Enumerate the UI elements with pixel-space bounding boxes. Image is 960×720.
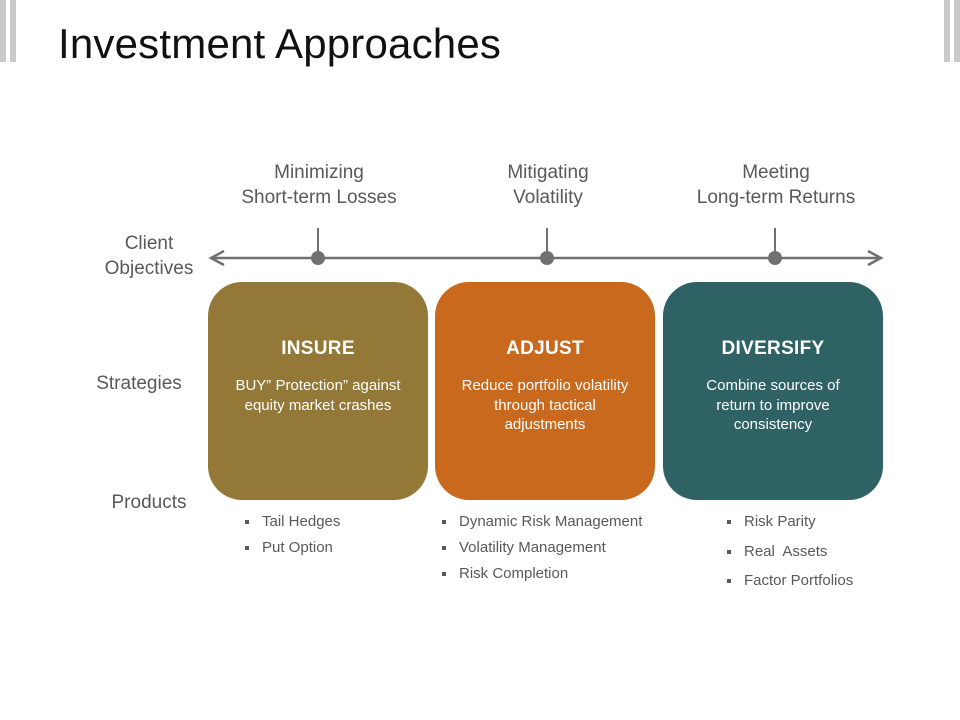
strategy-title: INSURE [281, 338, 355, 359]
bullet-icon [727, 520, 731, 524]
bullet-icon [727, 579, 731, 583]
product-label: Put Option [262, 539, 333, 556]
bullet-icon [245, 520, 249, 524]
product-label: Volatility Management [459, 539, 606, 556]
client-objectives-line1: Client [124, 233, 174, 254]
objective-meeting: Meeting Long-term Returns [666, 160, 886, 210]
objective-line2: Long-term Returns [696, 187, 856, 208]
product-label: Real Assets [744, 542, 828, 560]
strategies-label: Strategies [96, 373, 182, 394]
product-label: Tail Hedges [262, 513, 341, 530]
objective-line2: Volatility [513, 187, 583, 208]
edge-decoration-left-inner [10, 0, 16, 62]
objective-line1: Minimizing [274, 162, 364, 183]
diversify-products-list: Risk Parity Real Assets Factor Portfolio… [725, 512, 853, 601]
list-item: Put Option [243, 538, 340, 564]
strategy-adjust-box: ADJUST Reduce portfolio volatility throu… [435, 282, 655, 500]
objective-minimizing: Minimizing Short-term Losses [209, 160, 429, 210]
product-label: Risk Parity [744, 513, 816, 530]
products-label: Products [111, 492, 187, 513]
strategy-diversify-box: DIVERSIFY Combine sources of return to i… [663, 282, 883, 500]
edge-decoration-left [0, 0, 6, 62]
list-item: Risk Parity [725, 512, 853, 542]
adjust-products-list: Dynamic Risk Management Volatility Manag… [440, 512, 642, 590]
objective-line1: Mitigating [507, 162, 589, 183]
bullet-icon [442, 572, 446, 576]
bullet-icon [245, 546, 249, 550]
strategy-description: Reduce portfolio volatility through tact… [461, 377, 629, 433]
axis-marker [311, 251, 325, 265]
bullet-icon [442, 546, 446, 550]
list-item: Real Assets [725, 542, 853, 572]
insure-products-list: Tail Hedges Put Option [243, 512, 340, 564]
bullet-icon [727, 549, 731, 554]
edge-decoration-right [954, 0, 960, 62]
product-label: Dynamic Risk Management [459, 513, 643, 530]
client-objectives-line2: Objectives [104, 258, 194, 279]
strategy-title: ADJUST [506, 338, 584, 359]
list-item: Volatility Management [440, 538, 642, 564]
list-item: Factor Portfolios [725, 571, 853, 601]
strategy-description: Combine sources of return to improve con… [706, 377, 840, 433]
axis-marker [540, 251, 554, 265]
client-objectives-label: Client Objectives [90, 231, 208, 281]
product-label: Factor Portfolios [744, 572, 854, 589]
axis-marker [768, 251, 782, 265]
edge-decoration-right-inner [944, 0, 950, 62]
product-label: Risk Completion [459, 565, 569, 582]
strategy-description: BUY” Protection” against equity market c… [235, 377, 401, 414]
list-item: Dynamic Risk Management [440, 512, 642, 538]
objective-line1: Meeting [742, 162, 810, 183]
bullet-icon [442, 520, 446, 524]
objective-mitigating: Mitigating Volatility [438, 160, 658, 210]
strategy-title: DIVERSIFY [721, 338, 825, 359]
strategy-insure-box: INSURE BUY” Protection” against equity m… [208, 282, 428, 500]
page-title: Investment Approaches [58, 20, 502, 67]
list-item: Risk Completion [440, 564, 642, 590]
list-item: Tail Hedges [243, 512, 340, 538]
objective-line2: Short-term Losses [241, 187, 397, 208]
axis-right-arrowhead [867, 249, 884, 267]
axis-left-arrowhead [208, 249, 225, 267]
